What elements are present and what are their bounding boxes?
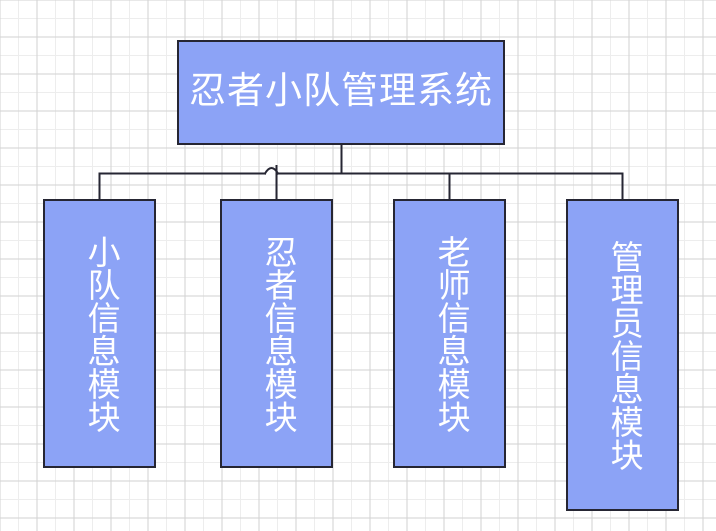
node-child-team-info[interactable]: 小队信息模块 — [43, 199, 156, 468]
node-root[interactable]: 忍者小队管理系统 — [177, 40, 505, 145]
node-child-ninja-info[interactable]: 忍者信息模块 — [220, 199, 333, 468]
node-child-4-label: 管理员信息模块 — [605, 239, 642, 471]
node-child-teacher-info[interactable]: 老师信息模块 — [393, 199, 506, 468]
node-child-2-label: 忍者信息模块 — [259, 234, 296, 433]
node-child-1-label: 小队信息模块 — [82, 234, 119, 433]
node-child-admin-info[interactable]: 管理员信息模块 — [566, 199, 679, 511]
node-child-3-label: 老师信息模块 — [432, 234, 469, 433]
node-root-label: 忍者小队管理系统 — [189, 71, 493, 113]
connector-line-hop — [263, 167, 280, 175]
